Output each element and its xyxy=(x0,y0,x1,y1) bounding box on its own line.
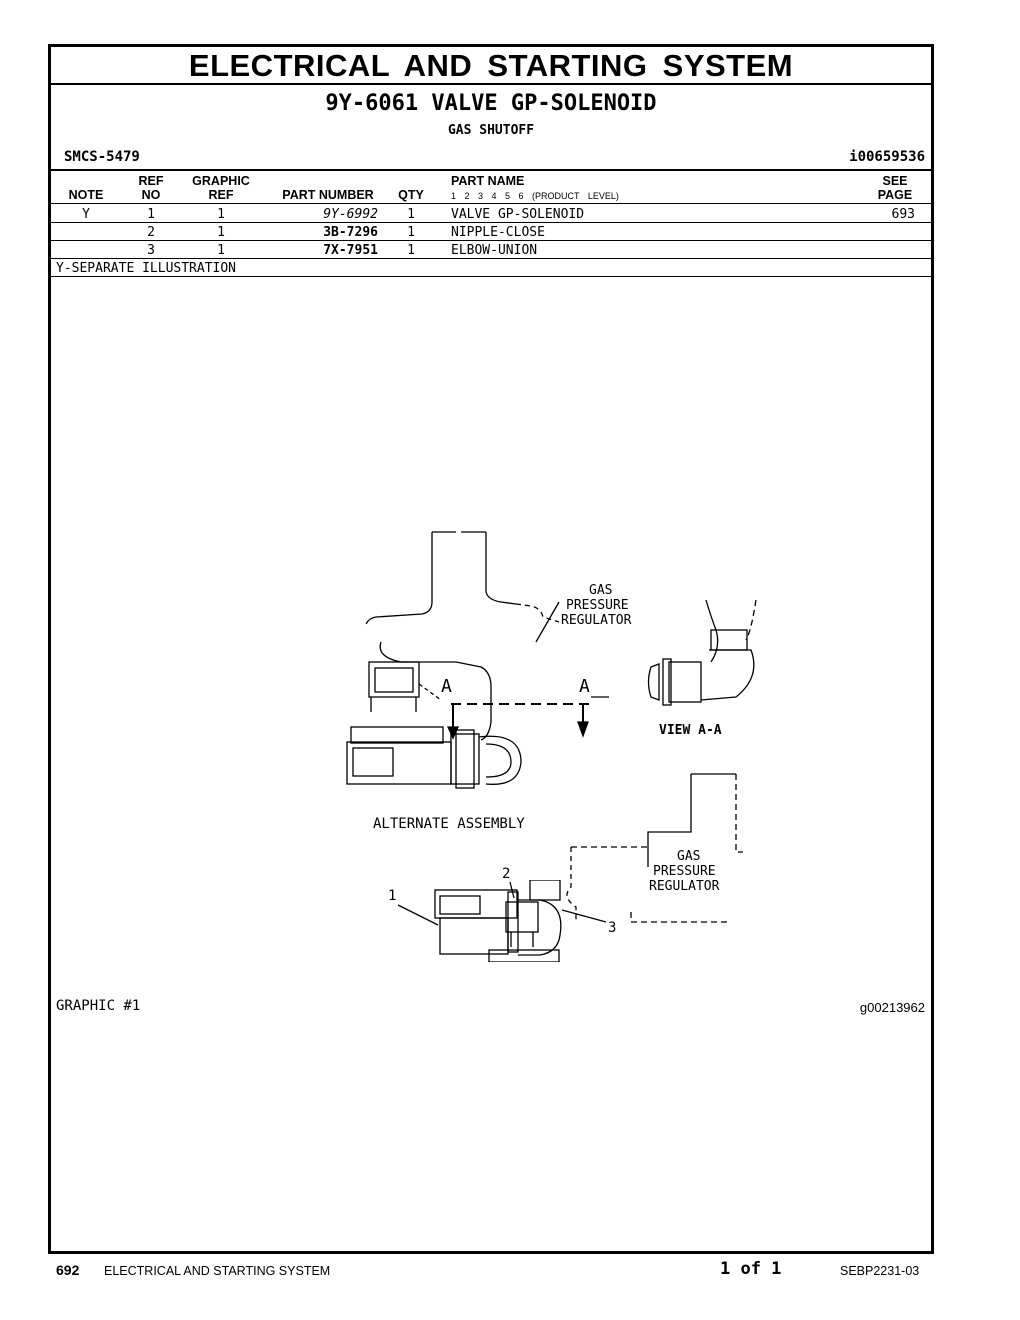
part-number: 9Y-6992 xyxy=(323,207,378,222)
regulator-label-bottom: GAS PRESSURE REGULATOR xyxy=(649,849,723,894)
header-divider xyxy=(51,169,931,171)
alternate-assembly-label: ALTERNATE ASSEMBLY xyxy=(373,816,525,832)
row-divider xyxy=(51,240,931,241)
part-title: 9Y-6061 VALVE GP-SOLENOID xyxy=(325,91,657,116)
footnote-rule xyxy=(51,276,931,277)
view-label: VIEW A-A xyxy=(659,723,722,738)
page-number: 692 xyxy=(56,1262,80,1278)
table-header-rule xyxy=(51,203,931,204)
col-qty: QTY xyxy=(398,188,424,202)
col-product-level: 1 2 3 4 5 6 (PRODUCT LEVEL) xyxy=(451,191,619,201)
col-note: NOTE xyxy=(68,188,104,202)
callout-3: 3 xyxy=(608,920,616,936)
part-name: ELBOW-UNION xyxy=(451,243,538,258)
part-name: VALVE GP-SOLENOID xyxy=(451,207,585,222)
callout-2-mark: 2 xyxy=(502,866,515,899)
see-page: 693 xyxy=(891,207,915,222)
graphic-id: g00213962 xyxy=(859,1000,925,1015)
info-id: i00659536 xyxy=(849,149,925,165)
part-number: 7X-7951 xyxy=(323,243,378,258)
graphic-label: GRAPHIC #1 xyxy=(56,998,141,1014)
row-divider xyxy=(51,222,931,223)
section-title: ELECTRICAL AND STARTING SYSTEM xyxy=(51,47,931,85)
parts-illustration: A A GAS PRESSURE REGULATOR VIEW A-A ALTE… xyxy=(346,531,757,962)
part-subtitle: GAS SHUTOFF xyxy=(447,123,535,138)
part-name: NIPPLE-CLOSE xyxy=(451,225,545,240)
parts-illustration-lower: 1 3 xyxy=(388,880,616,956)
section-label-a-left: A xyxy=(441,676,452,697)
page-of: 1 of 1 xyxy=(720,1259,782,1279)
footer-section: ELECTRICAL AND STARTING SYSTEM xyxy=(104,1264,331,1278)
document-id: SEBP2231-03 xyxy=(840,1264,920,1278)
callout-2: 2 xyxy=(502,866,510,882)
smcs-code: SMCS-5479 xyxy=(64,149,140,165)
section-label-a-right: A xyxy=(579,676,590,697)
col-part-name: PART NAME xyxy=(451,174,525,188)
footnote: Y-SEPARATE ILLUSTRATION xyxy=(56,261,237,276)
page-frame: ELECTRICAL AND STARTING SYSTEM 9Y-6061 V… xyxy=(48,44,934,1254)
part-number: 3B-7296 xyxy=(323,225,378,240)
regulator-label-top: GAS PRESSURE REGULATOR xyxy=(561,583,636,628)
col-part-number: PART NUMBER xyxy=(282,188,374,202)
row-divider xyxy=(51,258,931,259)
callout-1: 1 xyxy=(388,888,396,904)
